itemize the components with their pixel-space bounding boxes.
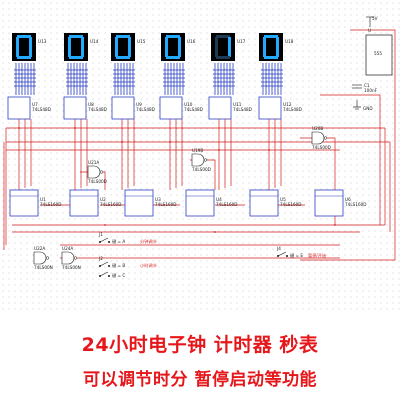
switch-j2[interactable]: J2 键 = B 小时调节: [98, 256, 157, 269]
switch-key: 键 = E: [290, 252, 303, 259]
vcc-label: 5V: [372, 16, 378, 21]
switch-j3[interactable]: 键 = C: [99, 271, 125, 279]
seven-segment-display: U13: [12, 33, 47, 61]
decoder-chip: U10 74LS48D: [159, 96, 203, 120]
chip-part: 74LS160D: [345, 202, 367, 207]
chip-part: 74LS160D: [155, 202, 177, 207]
chip-ref: U5: [280, 197, 286, 202]
chip-part: 74LS48D: [136, 107, 155, 112]
osc-ref: U: [368, 28, 371, 33]
chip-part: 74LS48D: [32, 107, 51, 112]
switch-key: 键 = C: [112, 272, 125, 279]
switch-caption: 分钟调节: [140, 238, 157, 245]
chip-ref: U12: [283, 102, 292, 107]
wiring-network: [3, 29, 396, 261]
chip-ref: U4: [216, 197, 222, 202]
gate-ref: U19B: [192, 148, 203, 153]
chip-part: 74LS48D: [233, 107, 252, 112]
seven-segment-display: U14: [64, 33, 99, 61]
digit-segments: [16, 35, 32, 59]
decoder-chip: U11 74LS48D: [208, 96, 252, 120]
switch-ref: J2: [98, 256, 103, 261]
chip-part: 74LS160D: [100, 202, 122, 207]
seven-segment-display: U18: [259, 33, 294, 61]
chip-ref: U11: [233, 102, 242, 107]
display-ref: U16: [187, 39, 196, 44]
nand-gate: U19B 74LS00D: [191, 148, 211, 172]
chip-ref: U7: [32, 102, 38, 107]
gate-part: 74LS00N: [34, 265, 53, 270]
seven-segment-display: U16: [161, 33, 196, 61]
chip-ref: U1: [40, 197, 46, 202]
gate-ref: U21A: [88, 160, 99, 165]
display-bus-wires: [15, 63, 282, 95]
chip-ref: U3: [155, 197, 161, 202]
chip-ref: U9: [136, 102, 142, 107]
counter-chip: U4 74LS160D: [185, 189, 238, 217]
switch-caption: 小时调节: [140, 262, 157, 269]
nand-gate: U20B 74LS00D: [311, 126, 331, 150]
counter-chip: U6 74LS160D: [314, 189, 367, 217]
decoder-chip: U7 74LS48D: [7, 96, 51, 120]
counter-chip: U5 74LS160D: [249, 189, 302, 217]
title-line-2: 可以调节时分 暂停启动等功能: [83, 370, 317, 390]
chip-part: 74LS160D: [216, 202, 238, 207]
cap-value: 100nF: [364, 88, 378, 93]
switch-caption: 暂停/开始: [308, 252, 327, 259]
digit-segments: [115, 35, 131, 59]
display-ref: U13: [38, 39, 47, 44]
decoder-chip: U8 74LS48D: [63, 96, 107, 120]
nand-gate: U24A 74LS00N: [61, 246, 81, 270]
chip-part: 74LS48D: [283, 107, 302, 112]
chip-ref: U2: [100, 197, 106, 202]
decoder-chip: U12 74LS48D: [258, 96, 302, 120]
chip-ref: U10: [184, 102, 193, 107]
chip-ref: U6: [345, 197, 351, 202]
chip-part: 74LS160D: [40, 202, 62, 207]
switch-ref: J4: [276, 246, 281, 251]
switch-j1[interactable]: J1 键 = A 分钟调节: [98, 232, 157, 245]
counter-chip: U3 74LS160D: [124, 189, 177, 217]
switch-key: 键 = A: [112, 238, 125, 245]
caption-area: 24小时电子钟 计时器 秒表 可以调节时分 暂停启动等功能: [0, 310, 400, 400]
seven-segment-display: U17: [211, 33, 246, 61]
switch-ref: J1: [98, 232, 103, 237]
cap-ref: C1: [364, 83, 370, 88]
display-ref: U17: [237, 39, 246, 44]
schematic-canvas: U13 U14 U15: [0, 0, 400, 310]
circuit-schematic: U13 U14 U15: [3, 16, 396, 279]
title-line-1: 24小时电子钟 计时器 秒表: [81, 334, 319, 356]
nand-gate: U22A 74LS00N: [33, 246, 53, 270]
resistor-array: [14, 69, 283, 87]
decoder-chip: U9 74LS48D: [111, 96, 155, 120]
gate-ref: U22A: [34, 246, 45, 251]
gate-part: 74LS00N: [62, 265, 81, 270]
gate-ref: U20B: [312, 126, 323, 131]
counter-chip: U2 74LS160D: [69, 189, 122, 217]
chip-part: 74LS48D: [184, 107, 203, 112]
display-ref: U18: [285, 39, 294, 44]
chip-ref: U8: [88, 102, 94, 107]
switch-key: 键 = B: [112, 262, 125, 269]
gate-part: 74LS00D: [88, 179, 107, 184]
junction-dots: [18, 127, 336, 233]
gate-part: 74LS00D: [192, 167, 211, 172]
gate-ref: U24A: [62, 246, 73, 251]
seven-segment-display: U15: [111, 33, 146, 61]
digit-segments: [68, 35, 84, 59]
counter-chip: U1 74LS160D: [9, 189, 62, 217]
digit-segments: [165, 35, 181, 59]
ground-label: GND: [363, 106, 373, 111]
nand-gate: U21A 74LS00D: [87, 160, 107, 184]
switch-j4[interactable]: J4 键 = E 暂停/开始: [276, 246, 327, 259]
chip-part: 74LS160D: [280, 202, 302, 207]
display-ref: U14: [90, 39, 99, 44]
display-ref: U15: [137, 39, 146, 44]
chip-part: 74LS48D: [88, 107, 107, 112]
digit-segments: [263, 35, 279, 59]
power-block: 5V U 555 C1 100nF GND: [352, 16, 393, 111]
osc-part: 555: [374, 51, 382, 56]
digit-segments: [215, 35, 231, 59]
gate-part: 74LS00D: [312, 145, 331, 150]
